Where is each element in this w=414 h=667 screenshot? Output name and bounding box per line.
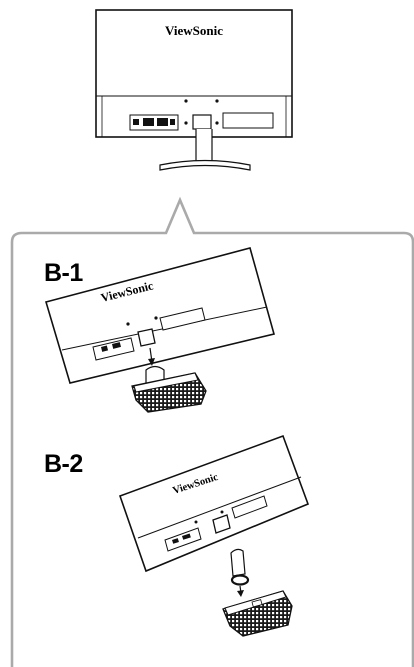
vesa-screw-hole — [184, 121, 188, 125]
vesa-screw-hole — [154, 316, 158, 320]
vent-panel — [159, 307, 206, 331]
vesa-screw-hole — [215, 99, 219, 103]
step-b1-illustration: ViewSonic — [44, 247, 275, 413]
stand-socket — [212, 514, 231, 534]
stand-neck — [195, 129, 213, 164]
vesa-screw-hole — [215, 121, 219, 125]
vga-port — [181, 533, 191, 540]
monitor-panel — [118, 434, 310, 573]
vga-port — [111, 342, 121, 349]
step-label-b1: B-1 — [44, 259, 83, 287]
callout-frame — [10, 196, 414, 667]
base-top-face — [133, 372, 199, 393]
power-port — [133, 119, 139, 125]
vga-port — [157, 118, 168, 126]
brand-logo: ViewSonic — [165, 23, 223, 38]
io-port-panel — [92, 337, 135, 361]
locking-ring — [230, 574, 250, 586]
hdmi-port — [101, 345, 109, 352]
stand-neck — [230, 548, 246, 577]
audio-port — [170, 119, 175, 125]
arrow-head — [148, 358, 155, 366]
vesa-screw-hole — [126, 322, 130, 326]
vent-panel — [222, 112, 274, 129]
hdmi-port — [172, 538, 179, 544]
arrow-head — [237, 590, 244, 597]
monitor-rear-view: ViewSonic — [95, 9, 293, 171]
hdmi-port — [143, 118, 154, 126]
stand-mount — [192, 114, 212, 130]
panel-seam — [137, 476, 302, 539]
stand-socket — [137, 328, 156, 347]
rear-cover — [101, 95, 287, 138]
io-port-panel — [164, 527, 202, 552]
vesa-screw-hole — [184, 99, 188, 103]
stand-base — [159, 159, 251, 171]
vent-panel — [231, 495, 268, 519]
step-b2-illustration: ViewSonic — [118, 434, 310, 637]
base-screw-slot — [251, 599, 263, 608]
vesa-screw-hole — [220, 510, 224, 514]
vesa-screw-hole — [194, 520, 198, 524]
step-label-b2: B-2 — [44, 450, 83, 478]
